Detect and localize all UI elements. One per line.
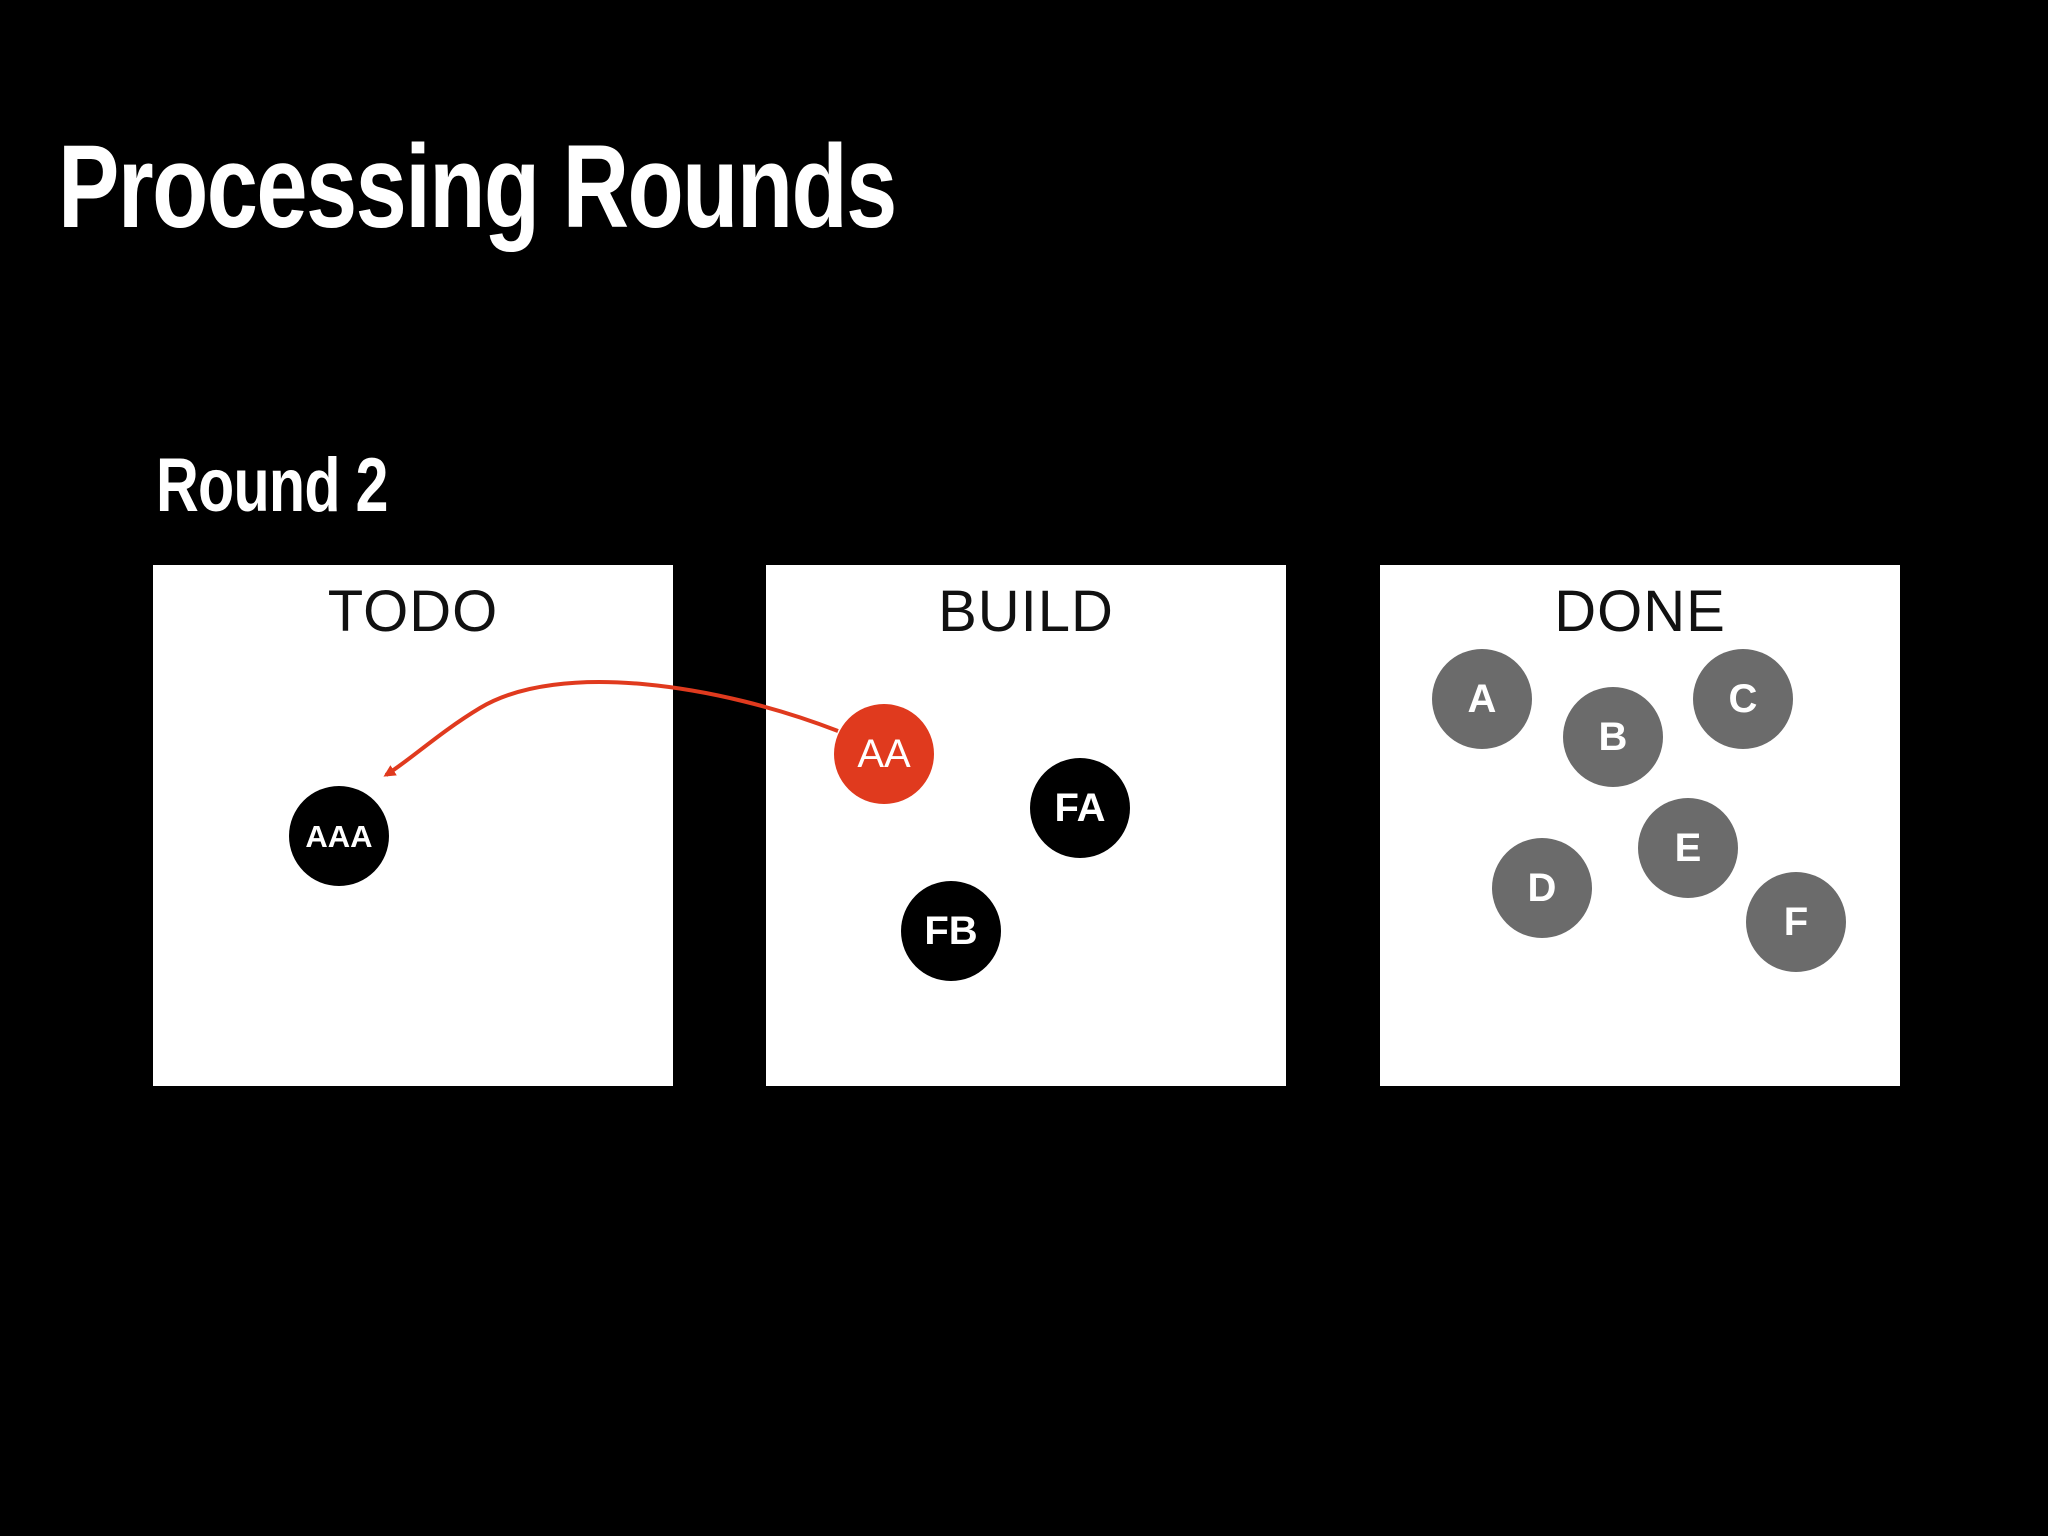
done-box: DONE A B C D E F (1380, 565, 1900, 1086)
node-aaa: AAA (289, 786, 389, 886)
node-aa: AA (834, 704, 934, 804)
node-c: C (1693, 649, 1793, 749)
node-b: B (1563, 687, 1663, 787)
node-d: D (1492, 838, 1592, 938)
node-a: A (1432, 649, 1532, 749)
build-box: BUILD AA FA FB (766, 565, 1286, 1086)
todo-box: TODO AAA (153, 565, 673, 1086)
node-fa: FA (1030, 758, 1130, 858)
round-label: Round 2 (156, 443, 388, 528)
node-fb: FB (901, 881, 1001, 981)
build-box-title: BUILD (938, 579, 1114, 644)
slide-title: Processing Rounds (58, 121, 897, 253)
todo-box-title: TODO (327, 579, 499, 644)
node-f: F (1746, 872, 1846, 972)
node-e: E (1638, 798, 1738, 898)
done-box-title: DONE (1554, 579, 1726, 644)
